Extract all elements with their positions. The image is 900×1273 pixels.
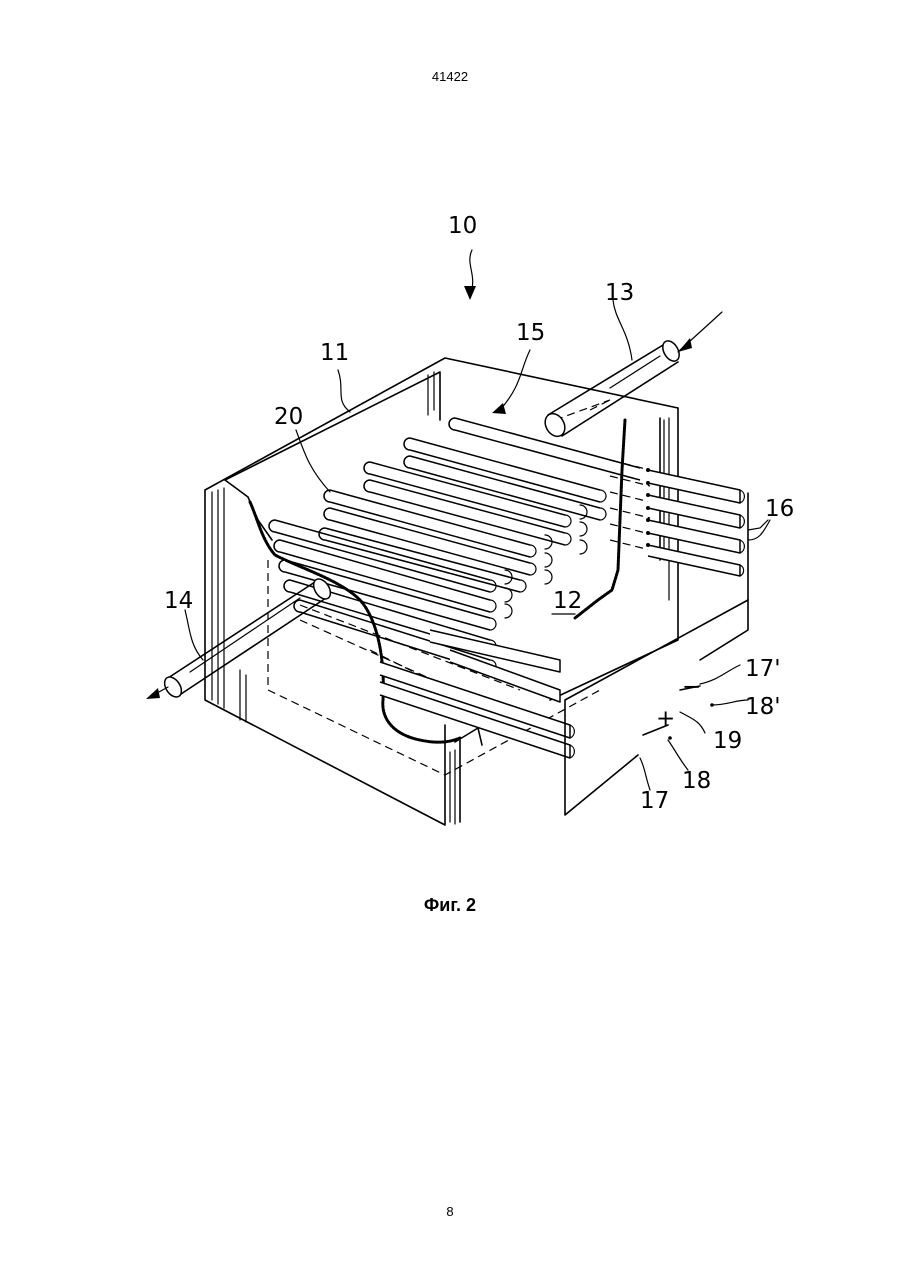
ref-label-19: 19 xyxy=(713,728,742,754)
ref-label-20: 20 xyxy=(274,404,303,430)
plus-sign: + xyxy=(656,706,675,732)
electrical-terminals xyxy=(643,686,714,740)
ref-label-11: 11 xyxy=(320,340,349,366)
minus-sign: − xyxy=(682,674,701,700)
ref-label-15: 15 xyxy=(516,320,545,346)
ref-label-17: 17 xyxy=(640,788,669,814)
figure-caption: Фиг. 2 xyxy=(0,895,900,916)
ref-label-14: 14 xyxy=(164,588,193,614)
ref-label-18-prime: 18' xyxy=(745,694,781,720)
ref-label-13: 13 xyxy=(605,280,634,306)
ref-label-18: 18 xyxy=(682,768,711,794)
ref-label-16: 16 xyxy=(765,496,794,522)
ref-label-12: 12 xyxy=(553,588,582,614)
inlet-pipe-13 xyxy=(541,312,722,440)
page-number: 8 xyxy=(0,1204,900,1219)
ref-label-10: 10 xyxy=(448,213,477,239)
ref-label-17-prime: 17' xyxy=(745,656,781,682)
